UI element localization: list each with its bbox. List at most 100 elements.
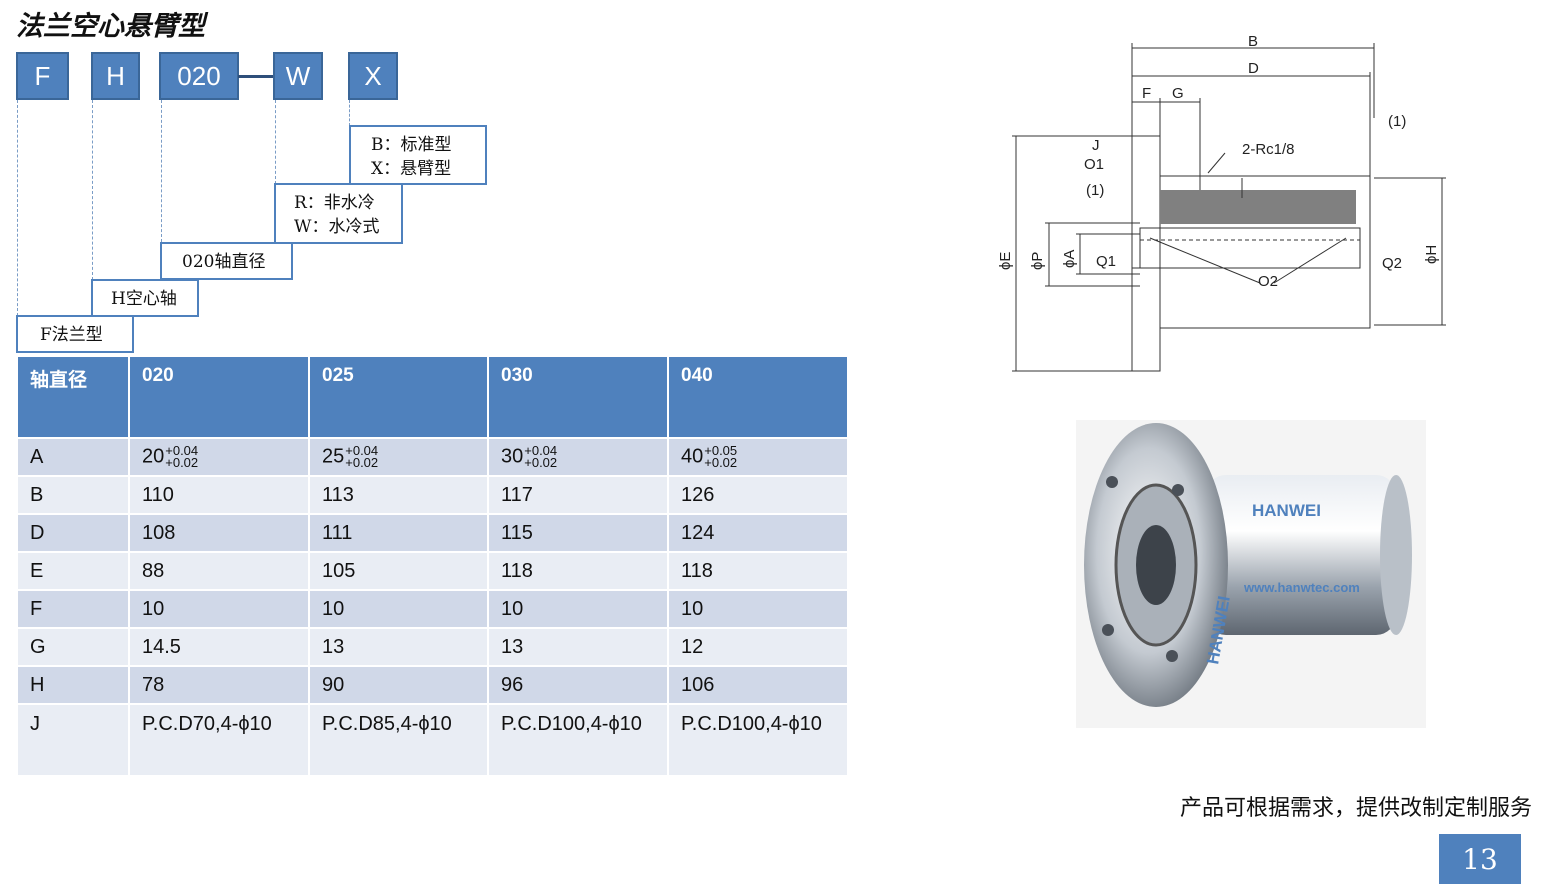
tolerance-cell: 25+0.04+0.02: [308, 437, 489, 477]
leader-x: [349, 100, 350, 126]
technical-drawing: B D F G (1) J O1 2-Rc1/8 (1) ϕE ϕP ϕA Q1…: [997, 33, 1446, 372]
page-number: 13: [1439, 834, 1521, 884]
flange-outline: [1131, 135, 1161, 372]
callout-type-w: R：非水冷 W：水冷式: [274, 183, 403, 244]
label-f: F: [1142, 85, 1151, 102]
label-phi-e: ϕE: [997, 252, 1014, 270]
callout-diameter: 020轴直径: [160, 242, 293, 280]
table-row: G 14.5 13 13 12: [16, 627, 849, 667]
table-header-row: 轴直径 020 025 030 040: [16, 355, 849, 439]
header-025: 025: [308, 355, 489, 439]
table-cell: 10: [308, 589, 489, 629]
label-j: J: [1092, 137, 1100, 154]
table-cell: 117: [487, 475, 669, 515]
table-row: D 108 111 115 124: [16, 513, 849, 553]
table-cell: 88: [128, 551, 310, 591]
table-cell: 12: [667, 627, 849, 667]
tol-upper: +0.04: [524, 443, 558, 458]
table-row: E 88 105 118 118: [16, 551, 849, 591]
hollow-bore: [1136, 525, 1176, 605]
label-o1: O1: [1084, 156, 1104, 173]
table-row: F 10 10 10 10: [16, 589, 849, 629]
label-rc: 2-Rc1/8: [1242, 141, 1295, 158]
tol-lower: +0.02: [524, 455, 558, 470]
product-photo: HANWEI www.hanwtec.com HANWEI: [1076, 420, 1426, 728]
tol-limits: +0.04+0.02: [345, 443, 379, 469]
bolt-hole: [1106, 476, 1118, 488]
callout-w-line-2: W：水冷式: [294, 217, 380, 237]
url-text: www.hanwtec.com: [1243, 580, 1360, 595]
body-outline: [1159, 175, 1371, 329]
table-cell: 118: [667, 551, 849, 591]
tol-lower: +0.02: [165, 455, 199, 470]
table-cell: 13: [487, 627, 669, 667]
header-020: 020: [128, 355, 310, 439]
table-cell: 90: [308, 665, 489, 705]
bolt-hole: [1172, 484, 1184, 496]
body-seal: [1160, 190, 1356, 224]
row-label: A: [16, 437, 130, 477]
tol-upper: +0.05: [704, 443, 738, 458]
table-row: B 110 113 117 126: [16, 475, 849, 515]
footer-note: 产品可根据需求，提供改制定制服务: [1179, 796, 1532, 821]
table-cell: 124: [667, 513, 849, 553]
page-title: 法兰空心悬臂型: [16, 11, 205, 42]
tol-upper: +0.04: [345, 443, 379, 458]
table-row: H 78 90 96 106: [16, 665, 849, 705]
leader-w: [275, 100, 276, 184]
table-cell: 13: [308, 627, 489, 667]
header-shaft-diameter: 轴直径: [16, 355, 130, 439]
callout-hollow-shaft: H空心轴: [91, 279, 199, 317]
tolerance-cell: 30+0.04+0.02: [487, 437, 669, 477]
row-label: B: [16, 475, 130, 515]
bolt-hole: [1102, 624, 1114, 636]
label-d: D: [1248, 60, 1259, 77]
header-030: 030: [487, 355, 669, 439]
tol-limits: +0.05+0.02: [704, 443, 738, 470]
code-box-w: W: [273, 52, 323, 100]
leader-diameter: [161, 100, 162, 242]
housing-cylinder: [1206, 475, 1396, 635]
bore-outline: [1139, 227, 1361, 269]
label-phi-h: ϕH: [1423, 245, 1440, 264]
table-cell: 14.5: [128, 627, 310, 667]
row-label: D: [16, 513, 130, 553]
callout-x-line-2: X：悬臂型: [371, 159, 452, 179]
table-cell: 118: [487, 551, 669, 591]
header-040: 040: [667, 355, 849, 439]
code-box-h: H: [91, 52, 140, 100]
label-b: B: [1248, 33, 1258, 50]
callout-w-line-1: R：非水冷: [294, 193, 375, 213]
table-cell: P.C.D100,4-ϕ10: [667, 703, 849, 777]
code-box-f: F: [16, 52, 69, 100]
tol-base: 40: [681, 445, 704, 468]
callout-x-line-1: B：标准型: [371, 135, 452, 155]
spec-table: 轴直径 020 025 030 040 A 20+0.04+0.02 25+0.…: [16, 355, 849, 777]
callout-h-text: H空心轴: [111, 289, 177, 309]
callout-flange: F法兰型: [16, 315, 134, 353]
label-q2: Q2: [1382, 255, 1402, 272]
table-cell: 113: [308, 475, 489, 515]
tol-base: 30: [501, 445, 524, 468]
table-cell: 111: [308, 513, 489, 553]
leader-h: [92, 100, 93, 280]
bolt-hole: [1166, 650, 1178, 662]
row-label: G: [16, 627, 130, 667]
tol-upper: +0.04: [165, 443, 199, 458]
code-box-x: X: [348, 52, 398, 100]
row-label: H: [16, 665, 130, 705]
table-cell: 126: [667, 475, 849, 515]
table-cell: P.C.D70,4-ϕ10: [128, 703, 310, 777]
housing-end: [1380, 475, 1412, 635]
tolerance-cell: 40+0.05+0.02: [667, 437, 849, 477]
table-cell: 106: [667, 665, 849, 705]
table-row: A 20+0.04+0.02 25+0.04+0.02 30+0.04+0.02…: [16, 437, 849, 477]
table-row: J P.C.D70,4-ϕ10 P.C.D85,4-ϕ10 P.C.D100,4…: [16, 703, 849, 777]
table-cell: P.C.D100,4-ϕ10: [487, 703, 669, 777]
callout-type-x: B：标准型 X：悬臂型: [349, 125, 487, 185]
label-one-left: (1): [1086, 182, 1104, 199]
code-box-diameter: 020: [159, 52, 239, 100]
tol-lower: +0.02: [704, 455, 738, 470]
table-cell: 96: [487, 665, 669, 705]
tol-limits: +0.04+0.02: [524, 443, 558, 470]
